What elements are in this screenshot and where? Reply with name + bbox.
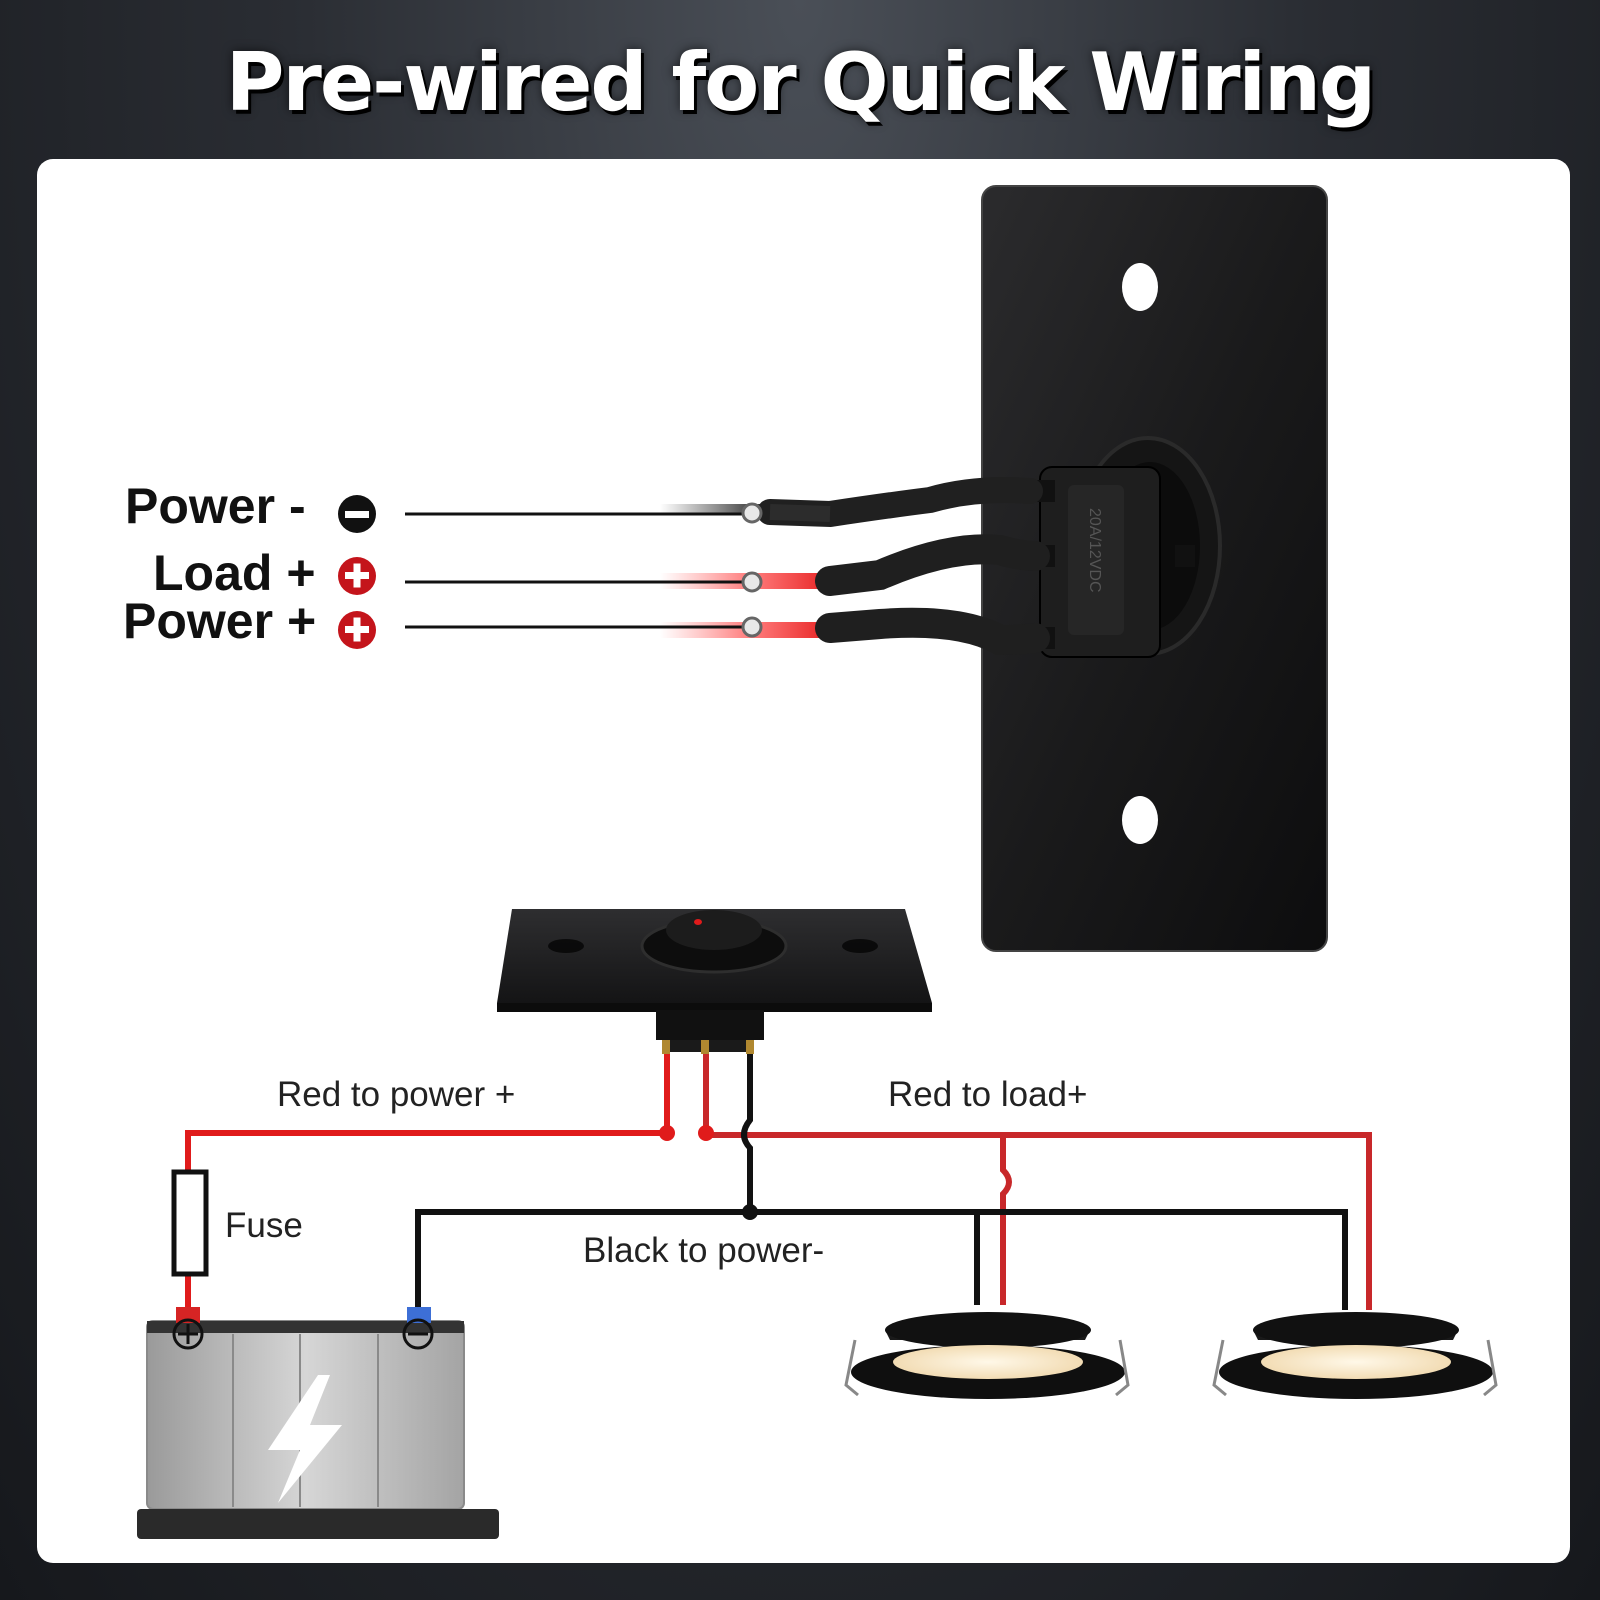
junction-dot	[659, 1125, 675, 1141]
circuit-wires	[185, 1054, 1372, 1316]
fuse-icon	[171, 1169, 209, 1277]
battery-icon	[137, 1307, 499, 1539]
battery-positive-terminal-icon	[172, 1318, 204, 1350]
socket-body: 20A/12VDC	[1025, 436, 1222, 658]
label-red-to-load: Red to load+	[888, 1075, 1087, 1114]
page-title: Pre-wired for Quick Wiring	[225, 36, 1376, 129]
label-load-positive: Load +	[153, 545, 316, 601]
label-fuse: Fuse	[225, 1206, 303, 1245]
battery-negative-terminal-icon	[402, 1318, 434, 1350]
rocker-switch-plate	[497, 909, 932, 1054]
lightning-icon	[268, 1375, 342, 1503]
socket-wires	[660, 477, 1050, 656]
recessed-light-icon	[1212, 1312, 1498, 1399]
label-red-to-power: Red to power +	[277, 1075, 515, 1114]
leader-lines	[405, 502, 763, 638]
minus-badge-icon	[338, 495, 376, 533]
label-power-negative: Power -	[125, 478, 306, 534]
label-black-to-power: Black to power-	[583, 1231, 824, 1270]
mounting-hole-bottom	[1122, 796, 1158, 844]
plus-badge-icon	[338, 611, 376, 649]
junction-dot	[698, 1125, 714, 1141]
socket-rating-label: 20A/12VDC	[1086, 508, 1103, 593]
mounting-hole-top	[1122, 263, 1158, 311]
label-power-positive: Power +	[123, 593, 316, 649]
switch-indicator-led	[694, 919, 702, 925]
plus-badge-icon	[338, 557, 376, 595]
junction-dot	[742, 1204, 758, 1220]
recessed-light-icon	[844, 1312, 1130, 1399]
